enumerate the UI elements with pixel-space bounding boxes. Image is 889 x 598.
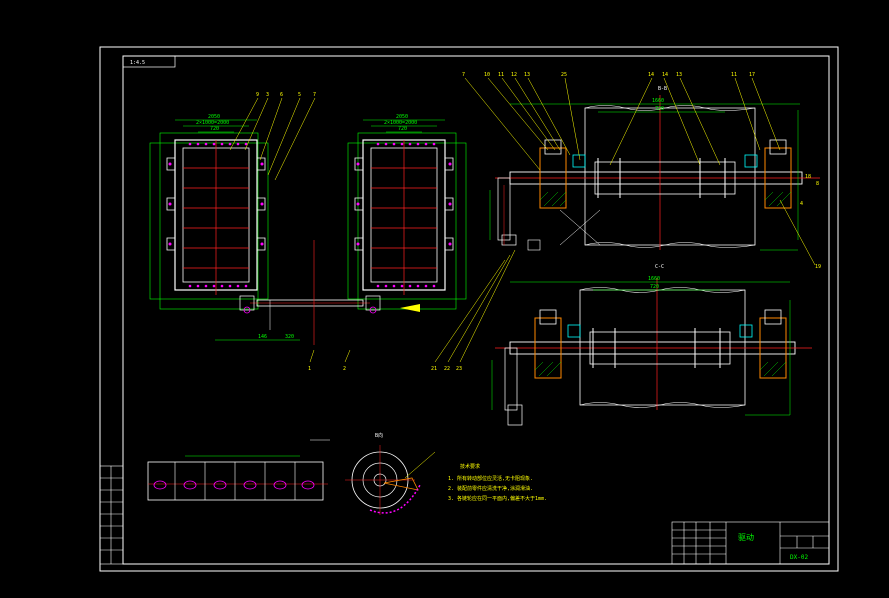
dim-bottom-gap: 320 — [285, 334, 294, 340]
dim-top-right-b: 2×1000=2000 — [384, 120, 417, 126]
tech-notes: 技术要求 1. 所有转动部位应灵活,无卡阻现象. 2. 装配前零件应清洗干净,涂… — [448, 463, 547, 502]
right-panel-frame: 2050 2×1000=2000 720 — [347, 114, 467, 310]
sprocket-view-b: B向 — [345, 432, 436, 515]
chain-detail — [147, 439, 330, 501]
sheet-outer-border — [99, 46, 839, 572]
dim-shaft-bottom-inner: 720 — [650, 284, 659, 290]
drive-shaft-connector: 146 320 — [215, 240, 420, 345]
tech-notes-heading: 技术要求 — [460, 463, 480, 470]
view-b-label: B向 — [375, 432, 383, 439]
dim-top-right-c: 720 — [398, 126, 407, 132]
balloon-tr-4: 13 — [524, 72, 530, 78]
left-leaders — [229, 97, 316, 181]
shaft-assembly-bottom: C-C 1660 720 — [491, 264, 812, 426]
balloon-bl-0: 21 — [431, 366, 437, 372]
sheet-inner-border — [122, 55, 830, 565]
balloon-tr-6: 14 — [648, 72, 654, 78]
balloon-bl-2: 23 — [456, 366, 462, 372]
dim-bottom-span: 146 — [258, 334, 267, 340]
balloon-tr-3: 12 — [511, 72, 517, 78]
dim-shaft-bottom: 1660 — [648, 276, 660, 282]
marker-right-1: 4 — [800, 201, 803, 207]
balloon-left-0: 9 — [256, 92, 259, 98]
balloon-tr-2: 11 — [498, 72, 504, 78]
top-right-leaders — [464, 77, 816, 266]
dim-top-left-c: 720 — [210, 126, 219, 132]
balloon-tr-9: 11 — [731, 72, 737, 78]
balloon-left-1: 3 — [266, 92, 269, 98]
balloon-tr-10: 17 — [749, 72, 755, 78]
dim-shaft-top: 1660 — [652, 98, 664, 104]
top-right-balloons: 7 10 11 12 13 25 14 14 13 11 17 18 4 8 1… — [462, 72, 821, 270]
shaft-assembly-top: B-B — [489, 86, 820, 251]
balloon-bl-4: 2 — [343, 366, 346, 372]
dim-shaft-top-inner: 720 — [655, 106, 664, 112]
marker-right-0: 18 — [805, 174, 811, 180]
title-block-code: DX-02 — [790, 554, 808, 561]
tech-note-1: 1. 所有转动部位应灵活,无卡阻现象. — [448, 475, 533, 482]
corner-tag: 1:4.5 — [122, 55, 176, 68]
balloon-bl-3: 1 — [308, 366, 311, 372]
revision-strip — [99, 465, 124, 565]
balloon-left-4: 7 — [313, 92, 316, 98]
balloon-left-2: 6 — [280, 92, 283, 98]
balloon-tr-8: 13 — [676, 72, 682, 78]
corner-tag-text: 1:4.5 — [130, 60, 145, 66]
tech-note-2: 2. 装配前零件应清洗干净,涂润滑油. — [448, 485, 533, 492]
dim-top-left-b: 2×1000=2000 — [196, 120, 229, 126]
bottom-left-leaders — [309, 249, 516, 363]
left-balloons: 9 3 6 5 7 — [256, 92, 316, 98]
section-cc-label: C-C — [655, 264, 664, 270]
marker-right-3: 19 — [815, 264, 821, 270]
bottom-left-balloons: 21 22 23 1 2 — [308, 366, 462, 372]
dim-top-right-a: 2050 — [396, 114, 408, 120]
dim-top-left-a: 2050 — [208, 114, 220, 120]
balloon-bl-1: 22 — [444, 366, 450, 372]
marker-right-2: 8 — [816, 181, 819, 187]
title-block — [671, 521, 830, 565]
balloon-tr-0: 7 — [462, 72, 465, 78]
section-bb-label: B-B — [658, 86, 667, 92]
title-block-name: 驱动 — [738, 532, 754, 542]
balloon-tr-5: 25 — [561, 72, 567, 78]
tech-note-3: 3. 各链轮应在同一平面内,偏差不大于1mm. — [448, 495, 547, 502]
balloon-tr-1: 10 — [484, 72, 490, 78]
balloon-tr-7: 14 — [662, 72, 668, 78]
left-panel-frame: 2050 2×1000=2000 720 — [149, 114, 269, 310]
balloon-left-3: 5 — [298, 92, 301, 98]
